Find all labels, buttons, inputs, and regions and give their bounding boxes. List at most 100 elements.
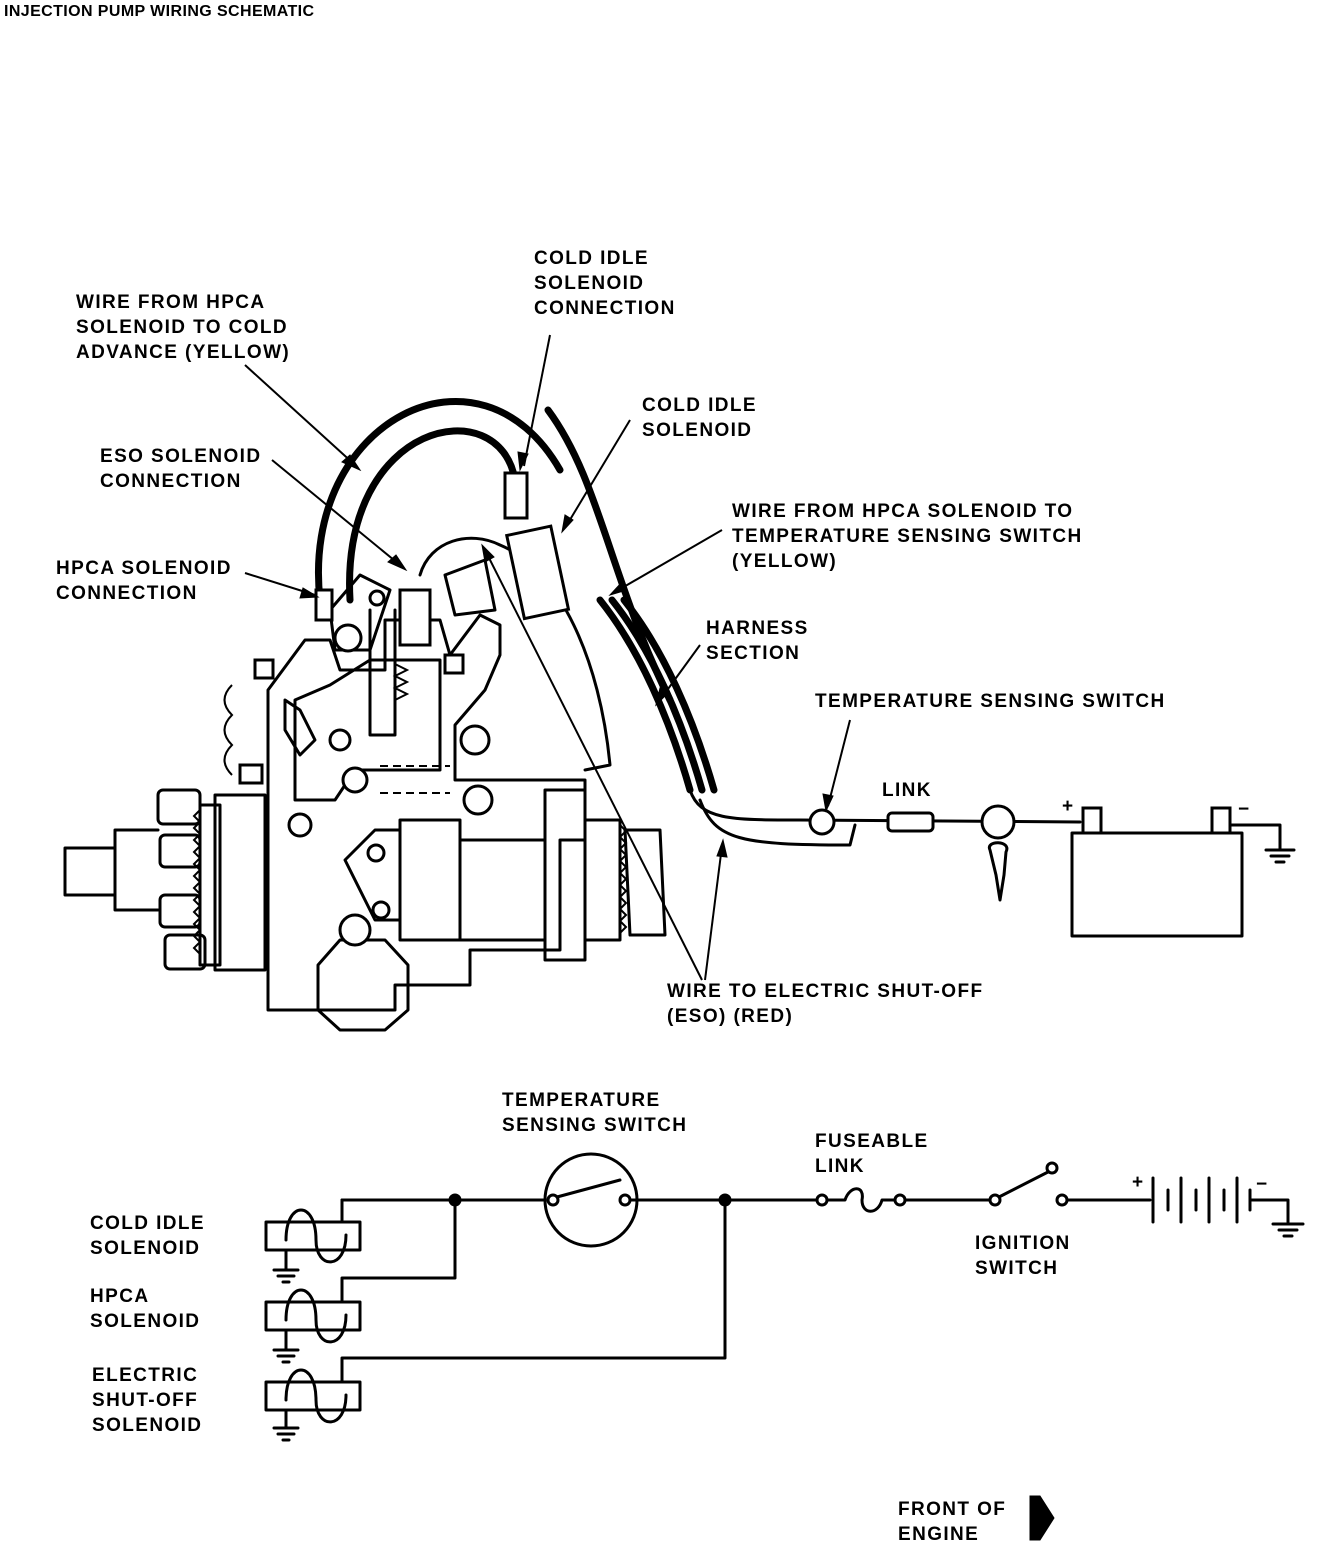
battery-cell-plates: [1151, 1176, 1252, 1224]
ignition-key-switch: [980, 804, 1016, 840]
label-line: HPCA SOLENOID: [56, 558, 232, 579]
battery-minus-sign: −: [1238, 799, 1251, 820]
head-flange: [198, 803, 222, 967]
schematic-label-hpca: HPCA SOLENOID: [90, 1286, 200, 1332]
label-cold-idle-solenoid: COLD IDLE SOLENOID: [642, 395, 764, 441]
label-line: LINK: [882, 780, 932, 801]
nut-3: [253, 658, 275, 680]
pump-inlet: [113, 828, 160, 912]
bolt-4: [459, 724, 491, 756]
label-line: SOLENOID TO COLD: [76, 317, 288, 338]
label-wire-hpca-cold-advance: WIRE FROM HPCA SOLENOID TO COLD ADVANCE …: [76, 292, 295, 363]
ignition-key: [987, 841, 1009, 902]
arrow-temp-switch: [827, 719, 851, 807]
label-link: LINK: [882, 780, 932, 801]
pump-inlet-tip: [63, 846, 117, 897]
temp-switch-fitting: [443, 558, 497, 617]
lever-pivot: [333, 623, 363, 653]
drive-gear-teeth: [618, 824, 628, 934]
drive-hub: [398, 818, 462, 942]
governor-spring: [392, 663, 410, 701]
injection-pump-illustration: + −: [63, 397, 1296, 1032]
schematic-label-temp-switch: TEMPERATURE SENSING SWITCH: [502, 1090, 687, 1136]
schematic-battery-plus: +: [1132, 1172, 1145, 1193]
lever-pivot-small: [368, 589, 386, 607]
idle-adjust-screw: [283, 698, 317, 757]
hex-cap-boss: [338, 913, 372, 947]
label-line: TEMPERATURE SENSING SWITCH: [815, 691, 1166, 712]
label-line: FUSEABLE: [815, 1131, 929, 1152]
schematic-label-eso: ELECTRIC SHUT-OFF SOLENOID: [92, 1365, 205, 1436]
label-line: SENSING SWITCH: [502, 1115, 687, 1136]
eso-solenoid-symbol: [264, 1368, 362, 1442]
label-line: LINK: [815, 1156, 865, 1177]
label-line: ELECTRIC: [92, 1365, 198, 1386]
drive-flange: [543, 788, 587, 962]
label-line: ADVANCE (YELLOW): [76, 342, 290, 363]
chain-links: [223, 684, 234, 776]
battery-pos-post: [1081, 806, 1103, 835]
front-of-engine-label: FRONT OF ENGINE: [898, 1499, 1013, 1544]
schematic-label-cold-idle: COLD IDLE SOLENOID: [90, 1213, 212, 1259]
harness-to-battery: [688, 788, 1082, 824]
arrow-cold-idle-solenoid: [564, 419, 631, 529]
battery-ground-symbol: [1264, 848, 1296, 864]
label-line: SOLENOID: [90, 1311, 200, 1332]
arrow-hpca-cold-advance: [244, 364, 356, 466]
page-title: INJECTION PUMP WIRING SCHEMATIC: [4, 3, 315, 20]
governor-housing: [293, 658, 442, 802]
schematic-battery-minus: −: [1256, 1174, 1269, 1195]
ignition-terminal-pivot: [1045, 1161, 1059, 1175]
throttle-lever: [328, 573, 392, 652]
label-cold-idle-connection: COLD IDLE SOLENOID CONNECTION: [534, 248, 676, 319]
temp-switch-contact-1: [546, 1193, 560, 1207]
bolt-2: [341, 766, 369, 794]
callout-arrows: [244, 334, 851, 981]
circuit-schematic: + −: [264, 1152, 1305, 1442]
schematic-ground-symbol: [1271, 1222, 1305, 1238]
bolt-7: [371, 900, 391, 920]
arrow-eso-wire-2: [704, 845, 723, 981]
cold-idle-connector: [503, 471, 529, 520]
label-line: CONNECTION: [534, 298, 676, 319]
cold-idle-solenoid-body: [504, 524, 571, 621]
label-line: SWITCH: [975, 1258, 1058, 1279]
label-line: SOLENOID: [92, 1415, 202, 1436]
eso-solenoid-body: [398, 588, 432, 647]
label-harness-section: HARNESS SECTION: [706, 618, 815, 664]
label-line: COLD IDLE: [642, 395, 757, 416]
bolt-6: [366, 843, 386, 863]
fuseable-link-symbol: [825, 1187, 897, 1213]
label-temp-switch: TEMPERATURE SENSING SWITCH: [815, 691, 1166, 712]
label-line: COLD IDLE: [534, 248, 649, 269]
label-line: (YELLOW): [732, 551, 837, 572]
label-hpca-connection: HPCA SOLENOID CONNECTION: [56, 558, 239, 604]
temp-switch-blade: [555, 1178, 622, 1199]
fusible-link: [886, 811, 935, 833]
schematic-ground-wire: [1248, 1198, 1290, 1224]
ignition-terminal-1: [988, 1193, 1002, 1207]
arrow-harness: [659, 644, 701, 701]
battery-plus-sign: +: [1062, 796, 1075, 817]
label-line: SECTION: [706, 643, 800, 664]
arrow-eso-connection: [271, 459, 401, 566]
label-line: TEMPERATURE SENSING SWITCH: [732, 526, 1083, 547]
hpca-to-cold-advance-wire: [315, 397, 564, 604]
label-line: (ESO) (RED): [667, 1006, 793, 1027]
housing-bracket: [343, 828, 402, 922]
arrow-cold-idle-connection: [523, 334, 551, 467]
schematic-label-ignition-switch: IGNITION SWITCH: [975, 1233, 1077, 1279]
harness-section-1: [596, 596, 694, 794]
temp-sensing-switch-bulb: [808, 808, 836, 836]
label-eso-connection: ESO SOLENOID CONNECTION: [100, 446, 268, 492]
ignition-switch-blade: [997, 1170, 1050, 1199]
delivery-valve-2: [158, 833, 202, 869]
harness-section-2: [608, 596, 706, 794]
label-line: ESO SOLENOID: [100, 446, 261, 467]
battery-ground-wire: [1228, 823, 1282, 852]
cold-idle-wire: [346, 427, 519, 604]
label-wire-to-eso: WIRE TO ELECTRIC SHUT-OFF (ESO) (RED): [667, 981, 990, 1027]
label-line: SHUT-OFF: [92, 1390, 198, 1411]
hpca-solenoid-symbol: [264, 1288, 362, 1364]
arrow-hpca-to-temp: [614, 529, 723, 593]
